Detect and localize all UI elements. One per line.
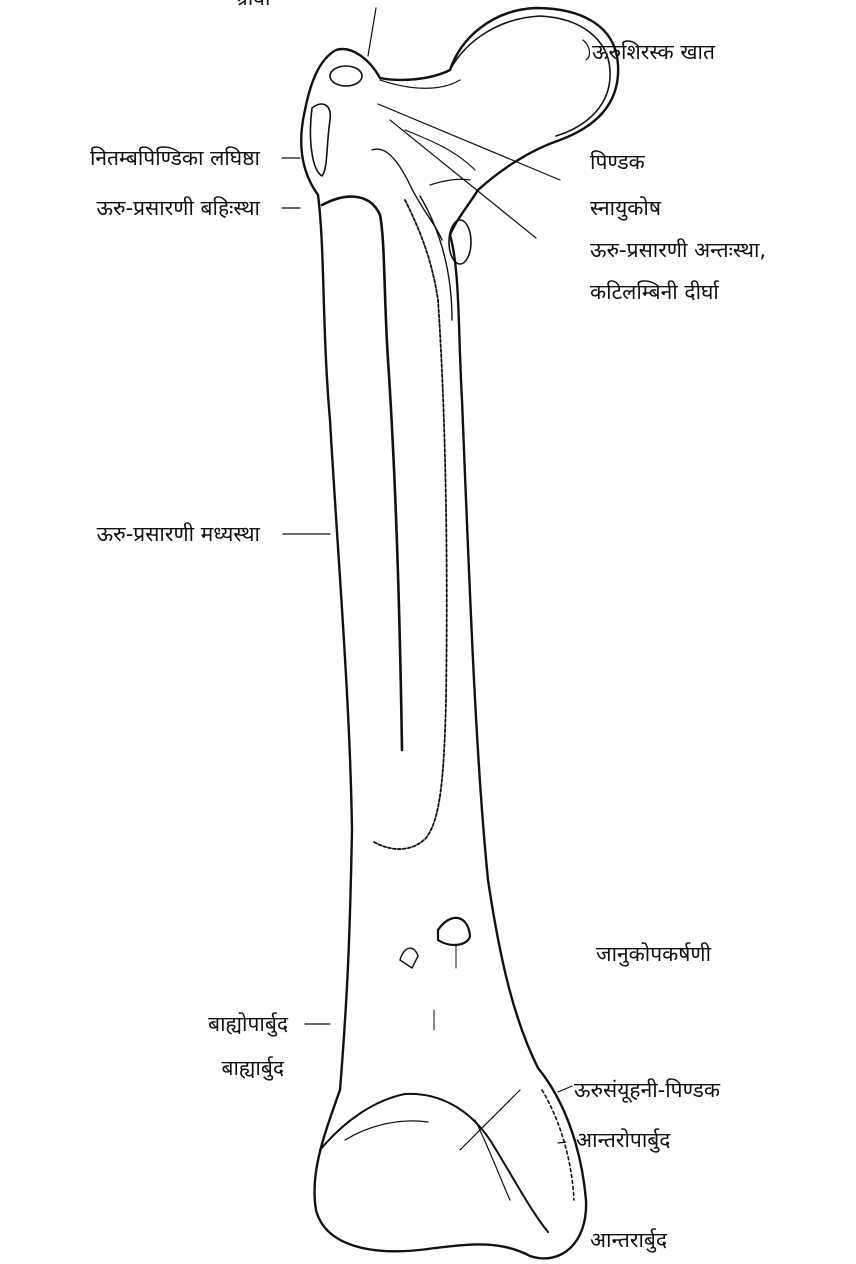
label-capsule: स्नायुकोष: [590, 198, 661, 219]
label-vastus-lateralis: ऊरु-प्रसारणी बहिःस्था: [96, 198, 260, 219]
adductor-area: [438, 918, 470, 945]
fossa-leader: [583, 40, 590, 60]
label-medial-condyle: आन्तरार्बुद: [590, 1230, 667, 1251]
label-medial-epicondyle: आन्तरोपार्बुद: [576, 1130, 670, 1151]
label-head-fossa: ऊरुशिरस्क खात: [592, 42, 715, 63]
popliteal-mark: [400, 948, 418, 968]
popliteal-line: [434, 946, 456, 1030]
label-neck-top: ग्रीवा: [236, 0, 270, 9]
femoral-neck: [380, 80, 475, 185]
label-vastus-medialis: ऊरु-प्रसारणी अन्तःस्था,: [590, 240, 766, 261]
label-vastus-intermedius: ऊरु-प्रसारणी मध्यस्था: [97, 524, 260, 545]
label-piriformis: पिण्डक: [590, 152, 645, 173]
label-adductor-tubercle: ऊरुसंयूहनी-पिण्डक: [574, 1080, 720, 1101]
medial-lip: [420, 196, 452, 320]
leader-lines: [282, 8, 572, 1150]
intercondylar-line: [320, 1094, 548, 1232]
label-lateral-condyle: बाह्यार्बुद: [221, 1058, 284, 1079]
gluteus-minimus-area: [310, 104, 330, 176]
medial-condyle-ridge: [542, 1090, 574, 1200]
trochanter-pit: [330, 66, 362, 86]
label-articularis-genus: जानुकोपकर्षणी: [596, 944, 711, 965]
label-psoas-major: कटिलम्बिनी दीर्घा: [590, 282, 719, 303]
label-gluteus-minimus: नितम्बपिण्डिका लघिष्ठा: [90, 148, 260, 169]
label-lateral-epicondyle: बाह्योपार्बुद: [208, 1014, 288, 1035]
